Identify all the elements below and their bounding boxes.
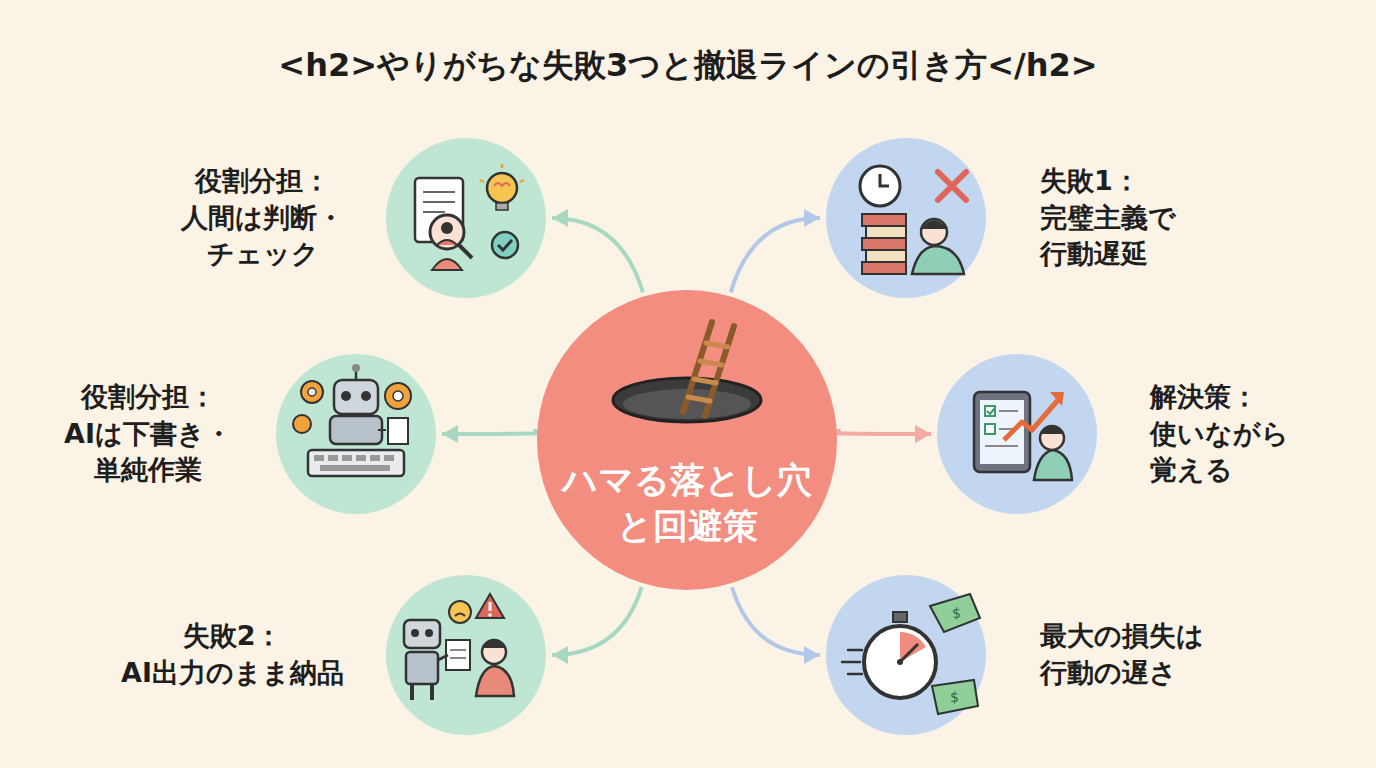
connector-line [552,218,643,292]
arrow-head [552,209,568,227]
topic-text: 役割分担： AIは下書き・ 単純作業 [64,379,232,489]
connector-arrow [442,425,548,443]
connector-line [552,587,642,655]
topic-circle: 解決策： 使いながら 覚える [937,354,1097,514]
hub-circle: ハマる落とし穴 と回避策 [537,290,837,590]
connector-arrow [732,587,820,664]
topic-text: 失敗2： AI出力のまま納品 [121,618,344,691]
topic-text: 最大の損失は 行動の遅さ [1040,618,1204,691]
topic-text: 失敗1： 完璧主義で 行動遅延 [1040,163,1176,273]
connector-arrow [826,425,931,443]
topic-circle: 最大の損失は 行動の遅さ [826,575,986,735]
topic-circle: 失敗1： 完璧主義で 行動遅延 [826,138,986,298]
arrow-head [804,209,820,227]
connector-line [731,218,820,292]
topic-label: 失敗1： 完璧主義で 行動遅延 [1040,163,1176,273]
topic-label: 最大の損失は 行動の遅さ [1040,618,1204,691]
connector-line [732,587,820,655]
connector-arrow [552,587,642,664]
topic-text: 解決策： 使いながら 覚える [1150,379,1289,489]
arrow-head [804,646,820,664]
topic-circle: 役割分担： 人間は判断・ チェック [386,138,546,298]
diagram-title: <h2>やりがちな失敗3つと撤退ラインの引き方</h2> [0,44,1376,88]
topic-label: 役割分担： AIは下書き・ 単純作業 [64,379,232,489]
hub-text: ハマる落とし穴 と回避策 [537,458,837,549]
arrow-head [915,425,931,443]
arrow-head [442,425,458,443]
arrow-head [552,646,568,664]
connector-arrow [731,209,820,292]
topic-circle: 失敗2： AI出力のまま納品 [386,575,546,735]
topic-text: 役割分担： 人間は判断・ チェック [181,163,344,273]
topic-label: 失敗2： AI出力のまま納品 [121,618,344,691]
hub-title: ハマる落とし穴 と回避策 [562,458,812,549]
topic-label: 役割分担： 人間は判断・ チェック [181,163,344,273]
connector-arrow [552,209,643,292]
topic-label: 解決策： 使いながら 覚える [1150,379,1289,489]
topic-circle: 役割分担： AIは下書き・ 単純作業 [276,354,436,514]
